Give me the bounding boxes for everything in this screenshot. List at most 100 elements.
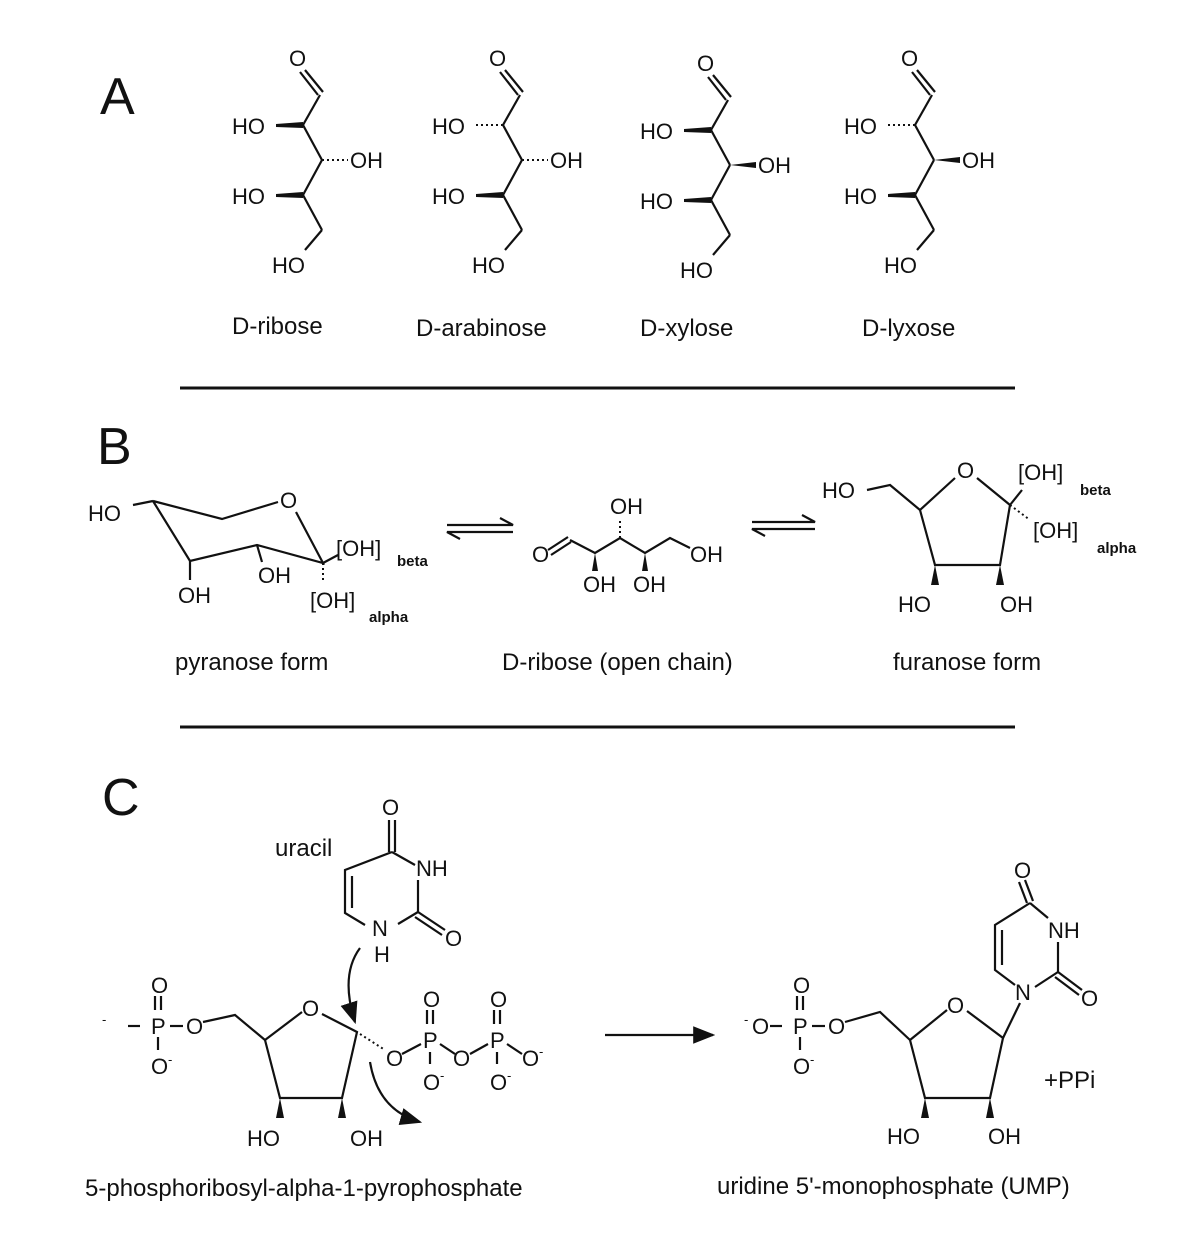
svg-text:NH: NH (416, 856, 448, 881)
svg-text:OH: OH (350, 1126, 383, 1151)
equilibrium-arrows (446, 514, 816, 540)
svg-text:O: O (302, 996, 319, 1021)
svg-text:alpha: alpha (369, 609, 409, 626)
svg-text:N: N (1015, 980, 1031, 1005)
sugar-d-ribose: O HO OH HO HO D-ribose (232, 46, 383, 340)
svg-text:[OH]: [OH] (1018, 460, 1063, 485)
svg-text:-: - (810, 1052, 814, 1067)
open-chain-label: D-ribose (open chain) (502, 649, 733, 676)
svg-text:OH: OH (758, 153, 791, 178)
svg-text:O: O (793, 1054, 810, 1079)
ppi-label: +PPi (1044, 1067, 1095, 1094)
svg-text:O: O (490, 1070, 507, 1095)
svg-text:HO: HO (247, 1126, 280, 1151)
svg-text:[OH]: [OH] (310, 588, 355, 613)
atom-oh: OH (350, 148, 383, 173)
label-d-xylose: D-xylose (640, 315, 733, 342)
svg-text:OH: OH (962, 148, 995, 173)
svg-text:O: O (490, 987, 507, 1012)
svg-text:O: O (151, 1054, 168, 1079)
svg-text:O: O (1014, 858, 1031, 883)
panel-label-b: B (97, 418, 132, 476)
svg-text:OH: OH (633, 572, 666, 597)
svg-text:O: O (423, 987, 440, 1012)
furanose-label: furanose form (893, 649, 1041, 676)
svg-text:P: P (793, 1014, 808, 1039)
atom-o: O (289, 46, 306, 71)
svg-text:O: O (793, 973, 810, 998)
svg-text:-: - (440, 1068, 444, 1083)
svg-text:OH: OH (1000, 592, 1033, 617)
svg-text:O: O (489, 46, 506, 71)
panel-label-c: C (102, 769, 140, 827)
svg-text:HO: HO (898, 592, 931, 617)
svg-text:OH: OH (690, 542, 723, 567)
pyranose-structure: HO O OH OH [OH] beta [OH] alpha (88, 488, 429, 626)
sugar-d-lyxose: O HO OH HO HO D-lyxose (844, 46, 995, 342)
svg-text:O: O (901, 46, 918, 71)
svg-text:HO: HO (640, 119, 673, 144)
atom-ho: HO (232, 114, 265, 139)
atom-ho: HO (232, 184, 265, 209)
svg-text:O: O (280, 488, 297, 513)
label-d-lyxose: D-lyxose (862, 315, 955, 342)
svg-text:P: P (490, 1028, 505, 1053)
svg-text:OH: OH (583, 572, 616, 597)
svg-text:O: O (151, 973, 168, 998)
prpp-structure: - P O O - O O HO OH O P O O - O P O (102, 973, 543, 1151)
ump-label: uridine 5'-monophosphate (UMP) (717, 1173, 1070, 1200)
svg-text:O: O (423, 1070, 440, 1095)
svg-text:HO: HO (887, 1124, 920, 1149)
svg-text:HO: HO (432, 114, 465, 139)
svg-text:HO: HO (432, 184, 465, 209)
svg-text:O: O (532, 542, 549, 567)
svg-text:OH: OH (610, 494, 643, 519)
svg-text:-: - (744, 1012, 748, 1027)
svg-text:HO: HO (472, 253, 505, 278)
svg-text:[OH]: [OH] (1033, 518, 1078, 543)
svg-text:H: H (374, 942, 390, 967)
svg-text:O: O (947, 993, 964, 1018)
furanose-structure: HO O [OH] beta [OH] alpha HO OH (822, 458, 1137, 617)
svg-text:[OH]: [OH] (336, 536, 381, 561)
svg-text:O: O (382, 795, 399, 820)
svg-text:alpha: alpha (1097, 540, 1137, 557)
svg-text:HO: HO (680, 258, 713, 283)
atom-ho: HO (272, 253, 305, 278)
svg-text:-: - (102, 1012, 106, 1027)
uracil-label: uracil (275, 835, 332, 862)
svg-text:OH: OH (178, 583, 211, 608)
svg-text:-: - (507, 1068, 511, 1083)
svg-text:O: O (697, 51, 714, 76)
svg-text:O: O (445, 926, 462, 951)
uracil-structure: uracil O NH O N H (275, 795, 462, 1025)
svg-text:NH: NH (1048, 918, 1080, 943)
svg-text:OH: OH (988, 1124, 1021, 1149)
svg-text:O: O (1081, 986, 1098, 1011)
svg-text:HO: HO (844, 184, 877, 209)
svg-text:O: O (828, 1014, 845, 1039)
pyranose-label: pyranose form (175, 649, 328, 676)
svg-text:HO: HO (640, 189, 673, 214)
svg-text:OH: OH (258, 563, 291, 588)
svg-text:N: N (372, 916, 388, 941)
ump-structure: O - P O O - O O HO OH N O NH O +PPi (744, 858, 1098, 1149)
svg-text:beta: beta (1080, 482, 1112, 499)
svg-text:-: - (539, 1044, 543, 1059)
svg-text:beta: beta (397, 553, 429, 570)
sugar-d-arabinose: O HO OH HO HO D-arabinose (416, 46, 583, 342)
svg-text:HO: HO (844, 114, 877, 139)
svg-text:O: O (386, 1046, 403, 1071)
label-d-arabinose: D-arabinose (416, 315, 547, 342)
svg-text:O: O (453, 1046, 470, 1071)
svg-text:OH: OH (550, 148, 583, 173)
panel-label-a: A (100, 68, 135, 126)
prpp-label: 5-phosphoribosyl-alpha-1-pyrophosphate (85, 1175, 523, 1202)
sugar-d-xylose: O HO OH HO HO D-xylose (640, 51, 791, 342)
svg-text:HO: HO (884, 253, 917, 278)
svg-text:P: P (423, 1028, 438, 1053)
svg-text:O: O (522, 1046, 539, 1071)
svg-text:HO: HO (822, 478, 855, 503)
svg-text:HO: HO (88, 501, 121, 526)
svg-text:O: O (186, 1014, 203, 1039)
